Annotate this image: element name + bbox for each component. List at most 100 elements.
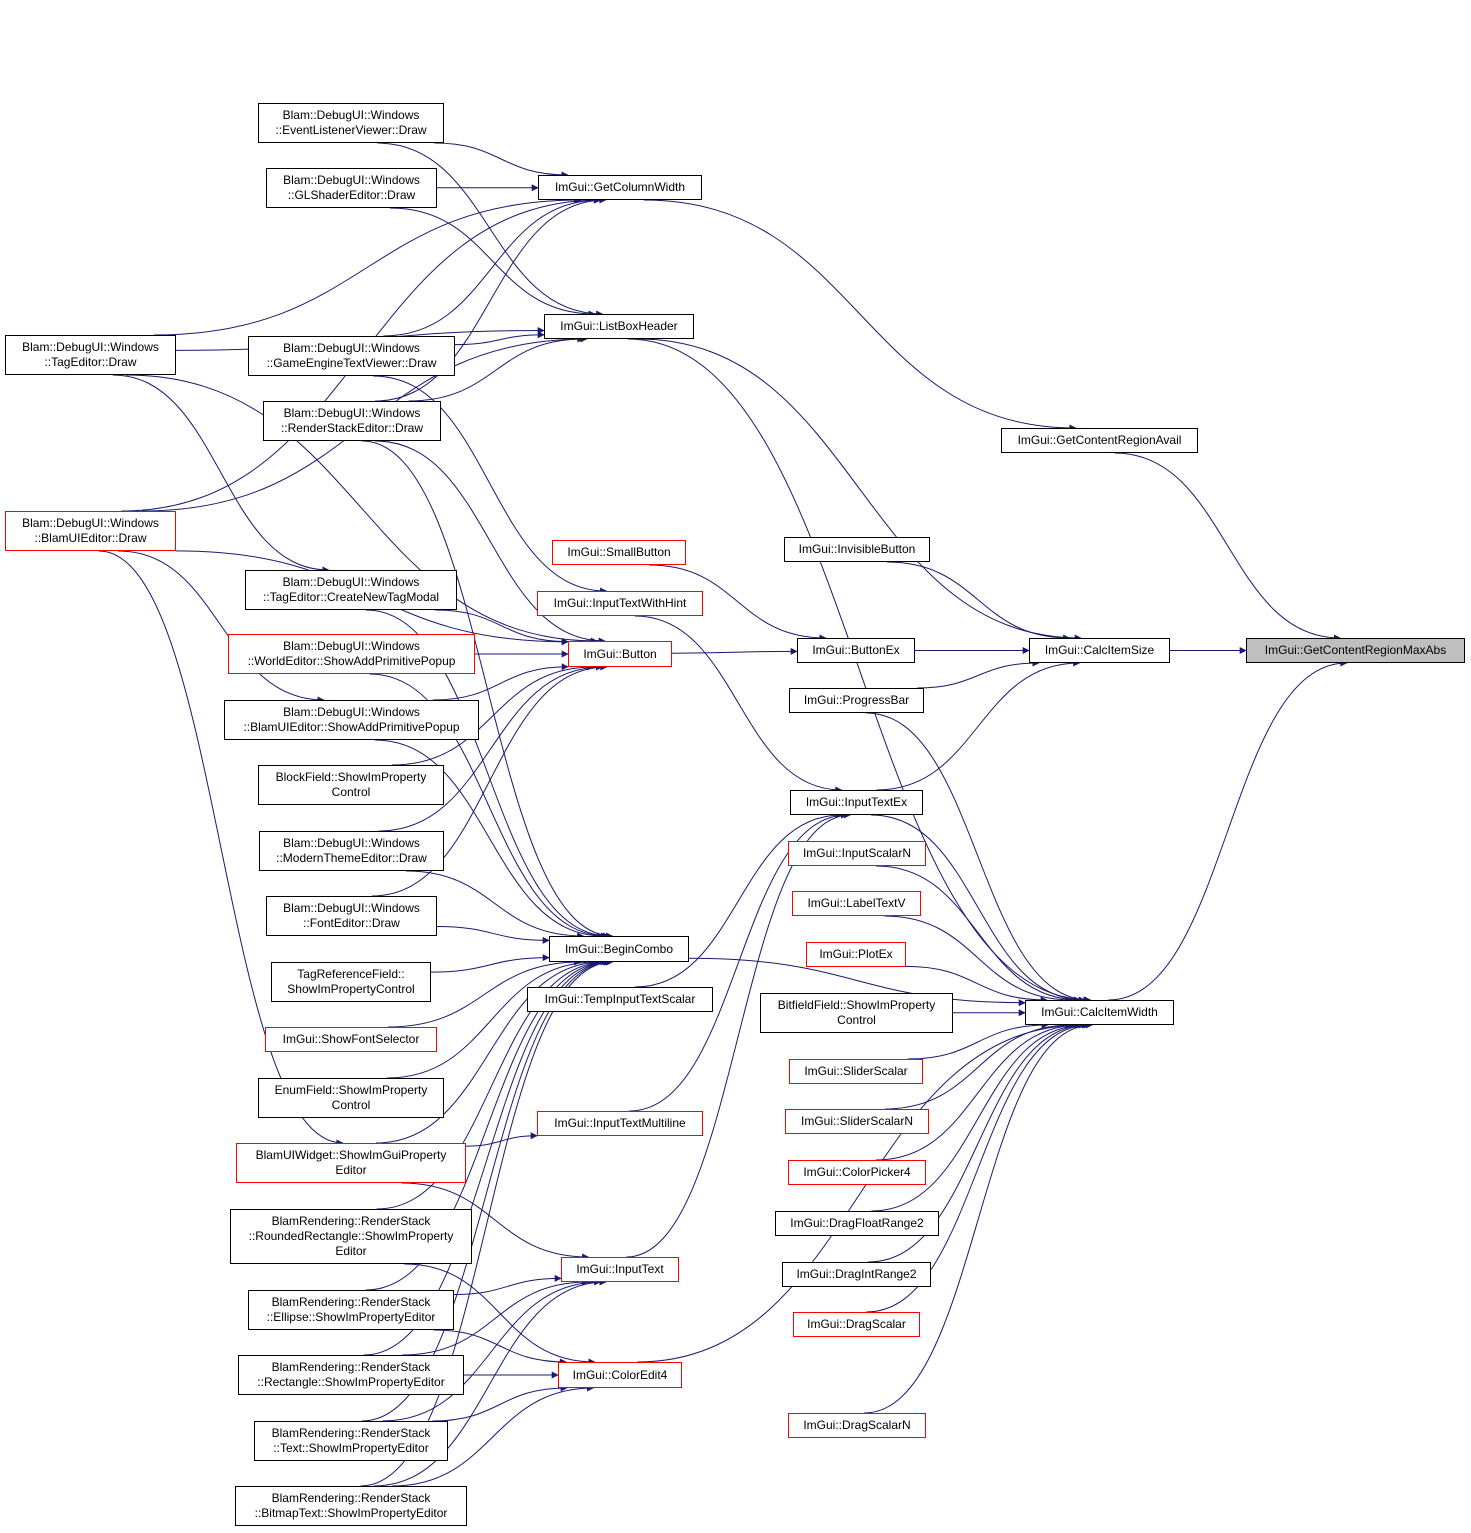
node-label-line: ImGui::TempInputTextScalar	[544, 992, 696, 1006]
node-label-line: ImGui::GetColumnWidth	[554, 180, 686, 194]
node-event-listener-viewer[interactable]: Blam::DebugUI::Windows::EventListenerVie…	[258, 103, 444, 143]
node-label-line: Blam::DebugUI::Windows	[22, 516, 159, 530]
edge-blam-ui-widget-to-input-text-multiline	[465, 1132, 538, 1147]
node-show-font-selector[interactable]: ImGui::ShowFontSelector	[265, 1027, 437, 1052]
node-label-line: ::Text::ShowImPropertyEditor	[273, 1441, 429, 1455]
node-input-text-with-hint[interactable]: ImGui::InputTextWithHint	[537, 591, 703, 616]
edge-render-stack-editor-to-button	[374, 440, 606, 645]
node-temp-input-text-scalar[interactable]: ImGui::TempInputTextScalar	[527, 987, 713, 1012]
node-label-line: ImGui::ProgressBar	[803, 693, 910, 707]
node-listbox-header[interactable]: ImGui::ListBoxHeader	[544, 314, 694, 339]
node-calc-item-width[interactable]: ImGui::CalcItemWidth	[1025, 1000, 1174, 1025]
node-label-line: BlamRendering::RenderStack	[271, 1491, 431, 1505]
node-blam-ui-editor-popup[interactable]: Blam::DebugUI::Windows::BlamUIEditor::Sh…	[224, 700, 479, 740]
node-label-line: ImGui::InputScalarN	[802, 846, 912, 860]
node-label-line: Control	[331, 1098, 371, 1112]
edge-enum-field-to-begin-combo	[386, 958, 597, 1079]
node-drag-float-range2[interactable]: ImGui::DragFloatRange2	[775, 1211, 939, 1236]
node-tag-editor-draw[interactable]: Blam::DebugUI::Windows::TagEditor::Draw	[5, 335, 176, 375]
node-text[interactable]: BlamRendering::RenderStack::Text::ShowIm…	[254, 1421, 448, 1461]
node-create-new-tag-modal[interactable]: Blam::DebugUI::Windows::TagEditor::Creat…	[245, 570, 457, 610]
edge-progress-bar-to-calc-item-size	[917, 659, 1040, 689]
node-label-line: Blam::DebugUI::Windows	[283, 406, 421, 420]
node-label-line: ImGui::Button	[583, 646, 657, 661]
node-input-scalar-n[interactable]: ImGui::InputScalarN	[788, 841, 926, 866]
node-gl-shader-editor[interactable]: Blam::DebugUI::Windows::GLShaderEditor::…	[266, 168, 437, 208]
node-blam-ui-editor-draw[interactable]: Blam::DebugUI::Windows::BlamUIEditor::Dr…	[5, 511, 176, 551]
node-rectangle[interactable]: BlamRendering::RenderStack::Rectangle::S…	[238, 1355, 464, 1395]
node-get-column-width[interactable]: ImGui::GetColumnWidth	[538, 175, 702, 200]
node-drag-int-range2[interactable]: ImGui::DragIntRange2	[782, 1262, 931, 1287]
node-label-line: ImGui::DragFloatRange2	[790, 1216, 924, 1230]
edge-label-text-v-to-calc-item-width	[884, 915, 1073, 1004]
node-drag-scalar[interactable]: ImGui::DragScalar	[793, 1312, 920, 1337]
node-label-line: Blam::DebugUI::Windows	[283, 173, 420, 187]
node-label-line: ::FontEditor::Draw	[303, 916, 400, 930]
edge-drag-float-range2-to-calc-item-width	[871, 1021, 1086, 1212]
node-game-engine-text-viewer[interactable]: Blam::DebugUI::Windows::GameEngineTextVi…	[248, 336, 455, 376]
node-drag-scalar-n[interactable]: ImGui::DragScalarN	[788, 1413, 926, 1438]
node-bitmap-text[interactable]: BlamRendering::RenderStack::BitmapText::…	[235, 1486, 467, 1526]
node-font-editor[interactable]: Blam::DebugUI::Windows::FontEditor::Draw	[266, 896, 437, 936]
node-ellipse[interactable]: BlamRendering::RenderStack::Ellipse::Sho…	[248, 1290, 454, 1330]
node-plot-ex[interactable]: ImGui::PlotEx	[806, 942, 906, 967]
node-label-line: ImGui::InputTextEx	[805, 795, 908, 809]
node-label-line: ImGui::SliderScalarN	[800, 1114, 914, 1128]
node-color-edit4[interactable]: ImGui::ColorEdit4	[558, 1362, 682, 1388]
edge-modern-theme-editor-to-begin-combo	[406, 870, 585, 940]
edge-game-engine-text-viewer-to-listbox-header	[454, 331, 545, 346]
edge-render-stack-editor-to-listbox-header	[408, 335, 585, 402]
node-label-line: ImGui::SmallButton	[567, 545, 671, 559]
node-color-picker4[interactable]: ImGui::ColorPicker4	[788, 1160, 926, 1185]
edge-create-new-tag-modal-to-button	[435, 609, 569, 646]
node-begin-combo[interactable]: ImGui::BeginCombo	[549, 936, 689, 962]
node-label-line: BlamRendering::RenderStack	[271, 1426, 431, 1440]
node-progress-bar[interactable]: ImGui::ProgressBar	[789, 688, 924, 713]
node-button-ex[interactable]: ImGui::ButtonEx	[797, 638, 915, 663]
edge-ellipse-to-input-text	[453, 1274, 562, 1295]
edge-drag-int-range2-to-calc-item-width	[868, 1021, 1089, 1263]
node-modern-theme-editor[interactable]: Blam::DebugUI::Windows::ModernThemeEdito…	[259, 831, 444, 871]
edge-get-column-width-to-gcr-avail	[643, 199, 1077, 432]
edge-input-text-ex-to-calc-item-size	[876, 659, 1081, 791]
node-world-editor-popup[interactable]: Blam::DebugUI::Windows::WorldEditor::Sho…	[228, 634, 475, 674]
node-calc-item-size[interactable]: ImGui::CalcItemSize	[1029, 638, 1170, 663]
edge-game-engine-text-viewer-to-input-text-with-hint	[373, 375, 608, 595]
node-input-text[interactable]: ImGui::InputText	[561, 1257, 679, 1282]
edge-bitmap-text-to-input-text	[373, 1278, 607, 1487]
node-button[interactable]: ImGui::Button	[568, 641, 672, 667]
node-label-line: Control	[331, 785, 371, 799]
node-label-text-v[interactable]: ImGui::LabelTextV	[792, 891, 921, 916]
node-label-line: ImGui::InputTextWithHint	[553, 596, 687, 610]
edge-world-editor-popup-to-begin-combo	[369, 673, 608, 940]
node-label-line: BlamRendering::RenderStack	[271, 1295, 431, 1309]
node-small-button[interactable]: ImGui::SmallButton	[552, 540, 686, 565]
node-label-line: Blam::DebugUI::Windows	[283, 705, 420, 719]
node-render-stack-editor[interactable]: Blam::DebugUI::Windows::RenderStackEdito…	[263, 401, 441, 441]
node-slider-scalar[interactable]: ImGui::SliderScalar	[789, 1059, 923, 1084]
node-tag-reference-field[interactable]: TagReferenceField::ShowImPropertyControl	[271, 962, 431, 1002]
node-invisible-button[interactable]: ImGui::InvisibleButton	[784, 537, 930, 562]
edge-listbox-header-to-calc-item-width	[627, 338, 1092, 1004]
node-rounded-rectangle[interactable]: BlamRendering::RenderStack::RoundedRecta…	[230, 1209, 472, 1264]
node-gcra-abs: ImGui::GetContentRegionMaxAbs	[1246, 638, 1465, 663]
edge-tag-editor-draw-to-get-column-width	[153, 196, 582, 336]
edge-render-stack-editor-to-begin-combo	[362, 440, 614, 940]
edge-blam-ui-editor-popup-to-button	[432, 663, 569, 701]
node-label-line: Blam::DebugUI::Windows	[283, 836, 420, 850]
node-gcr-avail[interactable]: ImGui::GetContentRegionAvail	[1001, 428, 1198, 453]
node-label-line: ::RenderStackEditor::Draw	[280, 421, 424, 435]
edge-blam-ui-editor-popup-to-begin-combo	[374, 739, 605, 940]
node-label-line: TagReferenceField::	[297, 967, 405, 981]
edge-game-engine-text-viewer-to-get-column-width	[383, 196, 601, 337]
node-label-line: Blam::DebugUI::Windows	[283, 639, 420, 653]
node-input-text-ex[interactable]: ImGui::InputTextEx	[790, 790, 923, 815]
node-slider-scalar-n[interactable]: ImGui::SliderScalarN	[785, 1109, 929, 1134]
edge-tag-editor-draw-to-create-new-tag-modal	[112, 374, 330, 574]
node-input-text-multiline[interactable]: ImGui::InputTextMultiline	[537, 1111, 703, 1136]
